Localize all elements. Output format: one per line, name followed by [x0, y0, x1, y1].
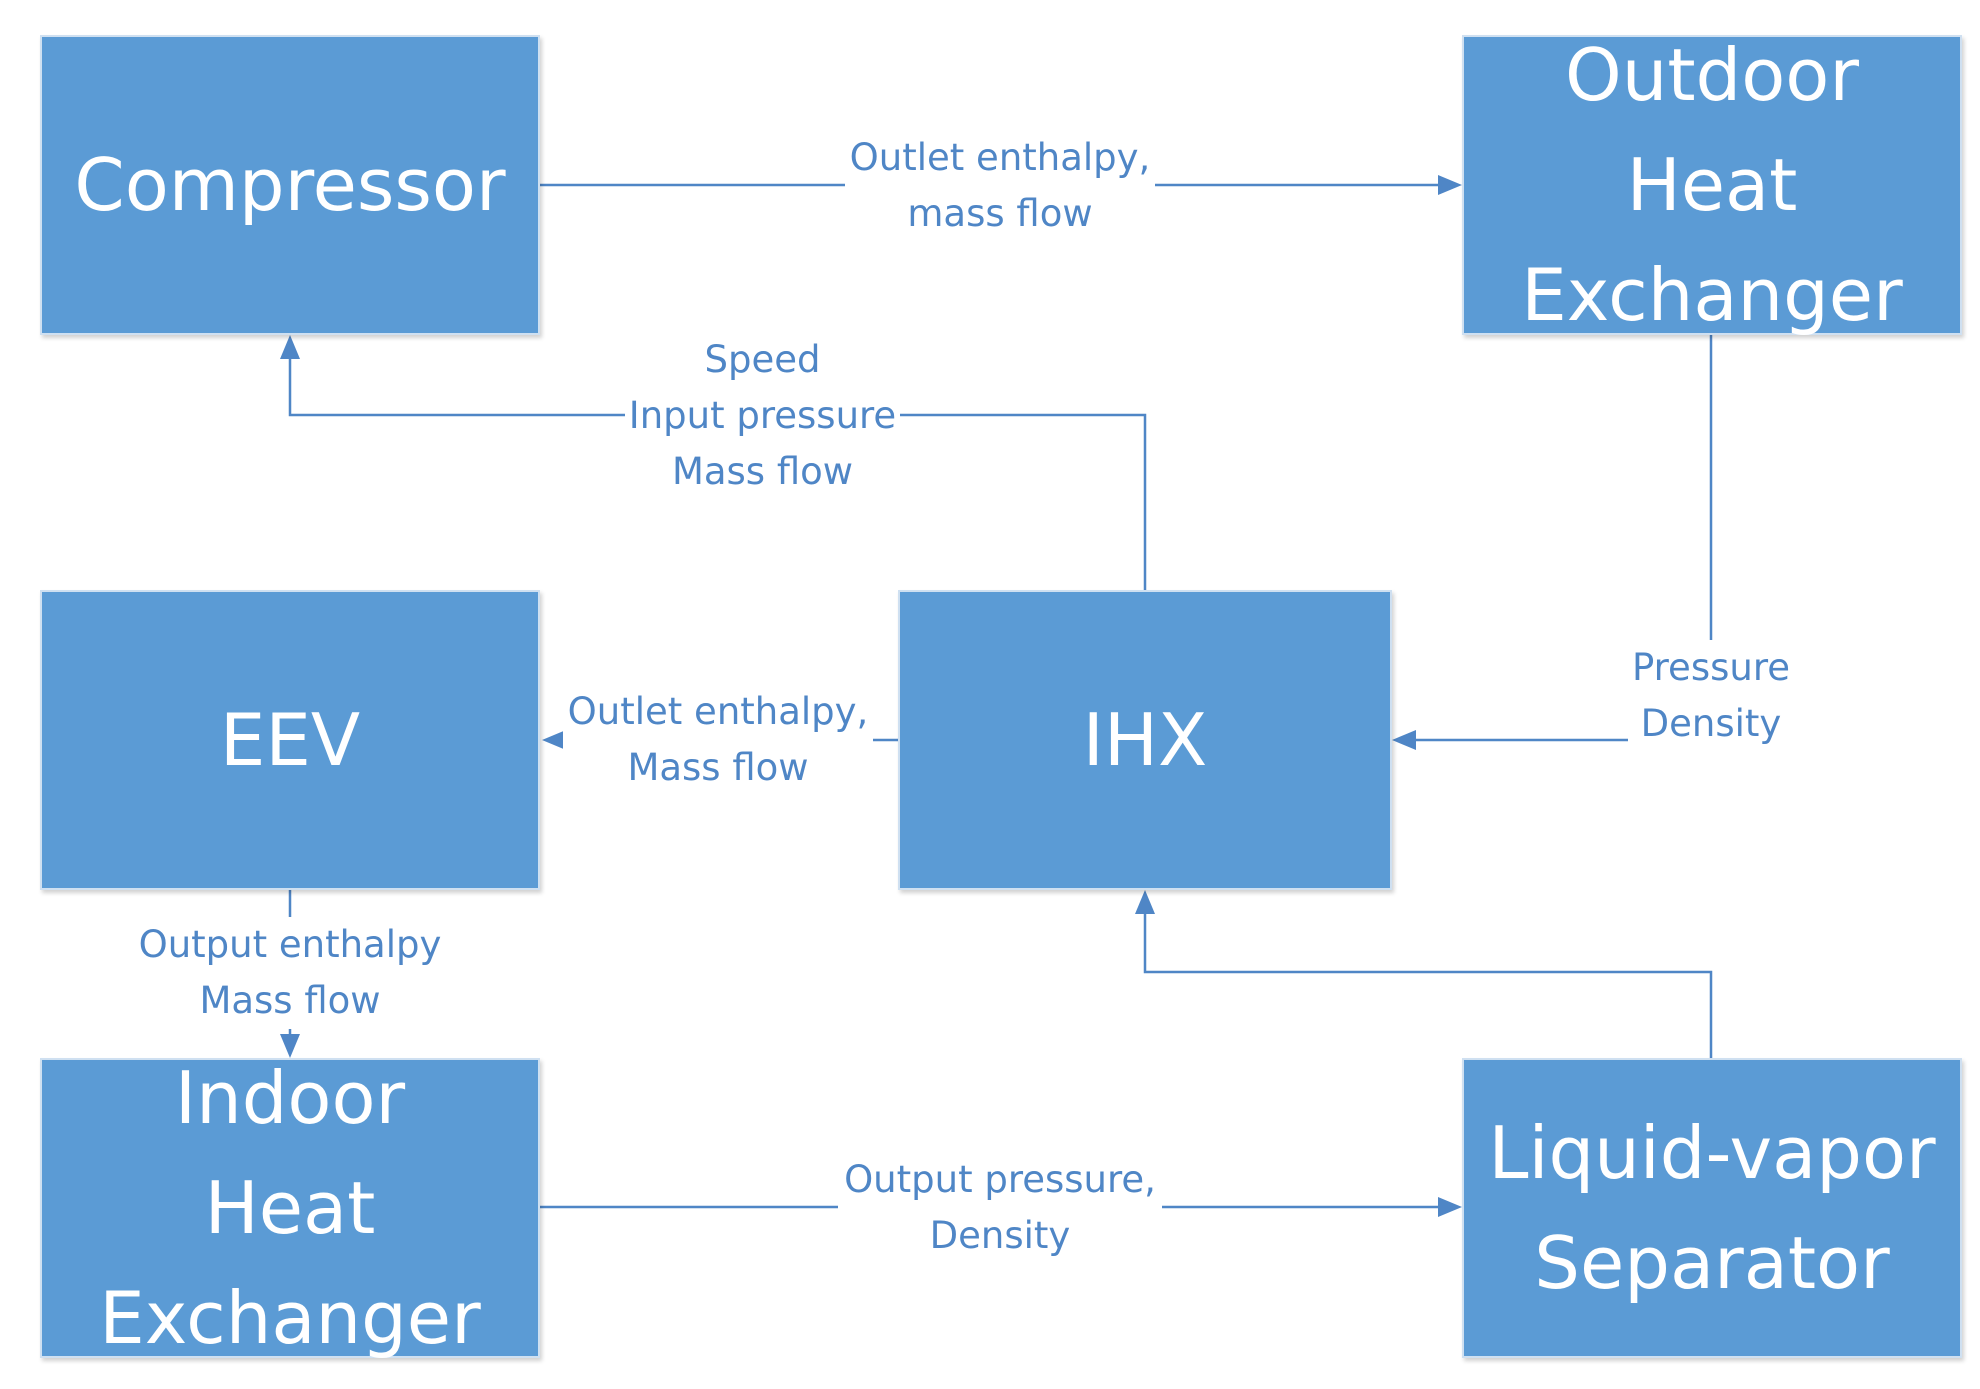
edge-label-line: Outlet enthalpy,: [567, 690, 869, 733]
edge-label-outdoor-to-ihx: Pressure Density: [1628, 640, 1794, 752]
edge-label-line: Pressure: [1632, 646, 1790, 689]
arrowhead-ihx-right: [1392, 730, 1416, 750]
compressor-label: Compressor: [74, 143, 506, 227]
edge-label-line: Output pressure,: [844, 1158, 1156, 1201]
outdoor-hx-label-line3: Exchanger: [1521, 253, 1903, 337]
edge-label-indoor-to-separator: Output pressure, Density: [838, 1152, 1162, 1264]
compressor-block: Compressor: [40, 35, 540, 335]
edge-label-compressor-to-outdoor: Outlet enthalpy, mass flow: [845, 130, 1155, 242]
edge-label-line: Density: [1640, 702, 1782, 745]
connector-separator-to-ihx: [1143, 910, 1713, 1058]
edge-label-line: Density: [929, 1214, 1071, 1257]
indoor-hx-label-line1: Indoor: [174, 1056, 406, 1140]
edge-label-line: Speed: [704, 338, 821, 381]
liquid-vapor-separator-block: Liquid-vapor Separator: [1462, 1058, 1962, 1358]
indoor-heat-exchanger-block: Indoor Heat Exchanger: [40, 1056, 540, 1360]
edge-label-line: mass flow: [907, 192, 1093, 235]
outdoor-hx-label-line1: Outdoor: [1565, 33, 1859, 117]
arrowhead-outdoor-hx: [1438, 175, 1462, 195]
edge-label-line: Mass flow: [199, 979, 381, 1022]
outdoor-heat-exchanger-block: Outdoor Heat Exchanger: [1462, 33, 1962, 337]
outdoor-hx-label-line2: Heat: [1626, 143, 1798, 227]
edge-label-ihx-to-compressor: Speed Input pressure Mass flow: [625, 332, 900, 500]
arrowhead-eev: [542, 730, 566, 750]
indoor-hx-label-line2: Heat: [204, 1166, 376, 1250]
arrowhead-ihx-bottom: [1135, 890, 1155, 914]
arrowhead-separator: [1438, 1197, 1462, 1217]
edge-label-line: Mass flow: [627, 746, 809, 789]
eev-label: EEV: [219, 698, 361, 782]
eev-block: EEV: [40, 590, 540, 890]
ihx-block: IHX: [898, 590, 1392, 890]
edge-label-line: Output enthalpy: [138, 923, 442, 966]
edge-label-ihx-to-eev: Outlet enthalpy, Mass flow: [563, 684, 873, 796]
edge-label-eev-to-indoor: Output enthalpy Mass flow: [128, 917, 452, 1029]
separator-label-line1: Liquid-vapor: [1488, 1111, 1936, 1195]
separator-label-line2: Separator: [1534, 1221, 1890, 1305]
edge-label-line: Outlet enthalpy,: [849, 136, 1151, 179]
arrowhead-compressor: [280, 335, 300, 359]
indoor-hx-label-line3: Exchanger: [99, 1276, 481, 1360]
ihx-label: IHX: [1082, 698, 1208, 782]
edge-label-line: Input pressure: [628, 394, 897, 437]
edge-label-line: Mass flow: [671, 450, 854, 493]
arrowhead-indoor-hx: [280, 1034, 300, 1058]
